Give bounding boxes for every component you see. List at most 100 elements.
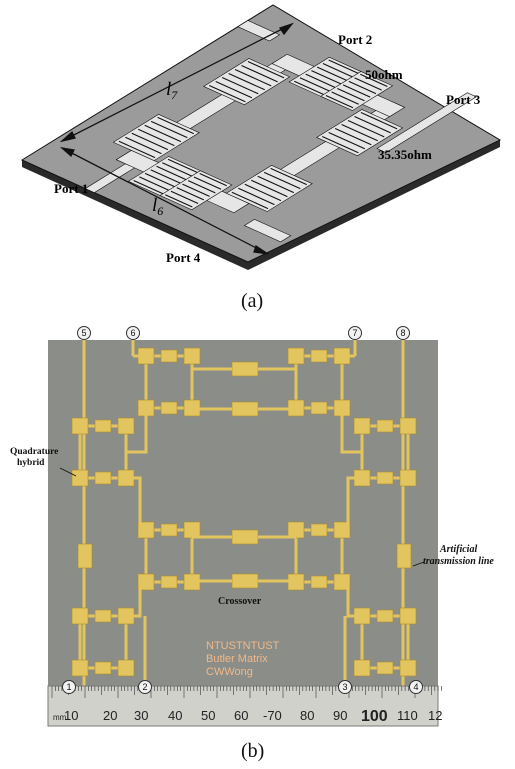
quadrature-hybrid-label: Quadrature hybrid [10, 447, 61, 468]
hybrid-ll-pad-2 [71, 659, 89, 677]
ic-6 [346, 582, 362, 618]
finger-0-5 [150, 120, 188, 139]
finger-3-2 [334, 127, 372, 146]
port-circles: 5 6 7 8 1 2 3 4 [62, 326, 423, 694]
ruler-100: 100 [361, 708, 388, 725]
ruler: mm 10 20 30 40 50 60 -70 80 90 100 110 1… [47, 685, 442, 727]
crossover-label: Crossover [218, 596, 262, 607]
finger-6-5 [322, 63, 355, 79]
hybrid-tr-mid-bottom [310, 401, 328, 415]
port-num-7: 7 [352, 328, 357, 338]
hybrid-lr-pad-1 [399, 607, 417, 625]
finger-7-3 [342, 84, 371, 98]
finger-1-5 [241, 65, 278, 83]
ruler-70: -70 [263, 708, 282, 723]
hybrid-lr-pad-2 [353, 659, 371, 677]
crossover-pad-0 [231, 361, 259, 377]
finger-2-0 [231, 191, 269, 210]
hybrid-ml-pad-0 [137, 521, 155, 539]
ic-3 [126, 476, 142, 530]
ruler-80: 80 [300, 708, 314, 723]
finger-2-5 [263, 171, 301, 190]
ruler-30: 30 [134, 708, 148, 723]
finger-3-4 [347, 120, 385, 138]
finger-6-3 [311, 70, 344, 86]
metal-pattern [84, 20, 478, 243]
atl-right [396, 543, 412, 569]
port4-label: Port 4 [166, 250, 201, 265]
figure-a-layout-3d: Port 2 50ohm Port 3 35.35ohm Port 1 Port… [20, 4, 502, 270]
finger-4-5 [162, 162, 195, 178]
feed-port3 [376, 92, 478, 153]
hybrid-ul-mid-bottom [94, 471, 112, 485]
hybrid-tl-pad-1 [183, 347, 201, 365]
port-num-6: 6 [130, 328, 135, 338]
hybrid-mr-mid-bottom [310, 575, 328, 589]
port2-label: Port 2 [338, 32, 372, 47]
hybrid-lr-mid-top [376, 609, 394, 623]
finger-6-4 [316, 66, 350, 82]
finger-1-3 [228, 72, 265, 91]
hybrid-ur-mid-top [376, 419, 394, 433]
finger-7-0 [325, 95, 354, 109]
finger-7-6 [360, 73, 388, 88]
hybrid-ur-pad-1 [399, 417, 417, 435]
artificial-tl-label: Artificial transmission line [423, 544, 494, 567]
ruler-10: 10 [64, 708, 78, 723]
board-text-2: Butler Matrix [206, 653, 268, 665]
finger-3-5 [354, 116, 391, 134]
port-num-5: 5 [81, 328, 86, 338]
caption-a: (a) [241, 290, 264, 312]
hybrid-ml-mid-top [160, 523, 178, 537]
finger-0-6 [157, 116, 194, 135]
hybrid-ul-mid-top [94, 419, 112, 433]
hybrid-tl-mid-top [160, 349, 178, 363]
board-side [22, 140, 500, 270]
finger-0-0 [118, 140, 156, 159]
ic-2 [340, 408, 362, 454]
ruler-50: 50 [201, 708, 215, 723]
artificial-tl-pointer [412, 561, 425, 567]
ruler-40: 40 [168, 708, 182, 723]
hybrid-ml-pad-2 [137, 573, 155, 591]
board-text-3: CWWong [206, 666, 253, 678]
hybrid-tr-mid-top [310, 349, 328, 363]
hybrid-ll-pad-3 [117, 659, 135, 677]
board-top [20, 4, 502, 263]
gold-circuit [71, 340, 417, 686]
l7-label: l7 [166, 79, 178, 102]
finger-0-1 [125, 136, 162, 155]
hybrid-lr-pad-3 [399, 659, 417, 677]
hybrid-mr-pad-1 [333, 521, 351, 539]
finger-6-2 [305, 73, 338, 89]
hybrid-ul-pad-2 [71, 469, 89, 487]
finger-4-4 [156, 165, 189, 182]
hybrid-ll-pad-0 [71, 607, 89, 625]
finger-6-1 [299, 77, 332, 93]
port-num-3: 3 [342, 682, 347, 692]
hybrid-tr-pad-0 [287, 347, 305, 365]
finger-1-6 [247, 61, 285, 79]
caption-b: (b) [241, 740, 265, 762]
finger-7-2 [337, 87, 365, 102]
finger-2-6 [270, 167, 307, 186]
port-num-8: 8 [400, 328, 405, 338]
feed-port4 [243, 218, 292, 243]
finger-1-1 [215, 80, 253, 99]
finger-6-0 [294, 80, 327, 97]
finger-3-3 [341, 123, 378, 142]
finger-5-6 [199, 172, 227, 187]
finger-4-1 [139, 176, 172, 192]
hybrid-ur-mid-bottom [376, 471, 394, 485]
ruler-60: 60 [234, 708, 248, 723]
finger-2-2 [244, 183, 282, 202]
quadrature-hybrid-pointer [59, 467, 77, 477]
hybrid-ll-mid-top [94, 609, 112, 623]
hybrid-ul-pad-1 [117, 417, 135, 435]
ruler-110: 110 [397, 708, 418, 723]
hybrid-ul-pad-0 [71, 417, 89, 435]
finger-3-1 [328, 131, 366, 150]
hybrid-ll-mid-bottom [94, 661, 112, 675]
finger-0-4 [144, 124, 182, 143]
finger-1-4 [234, 69, 272, 87]
